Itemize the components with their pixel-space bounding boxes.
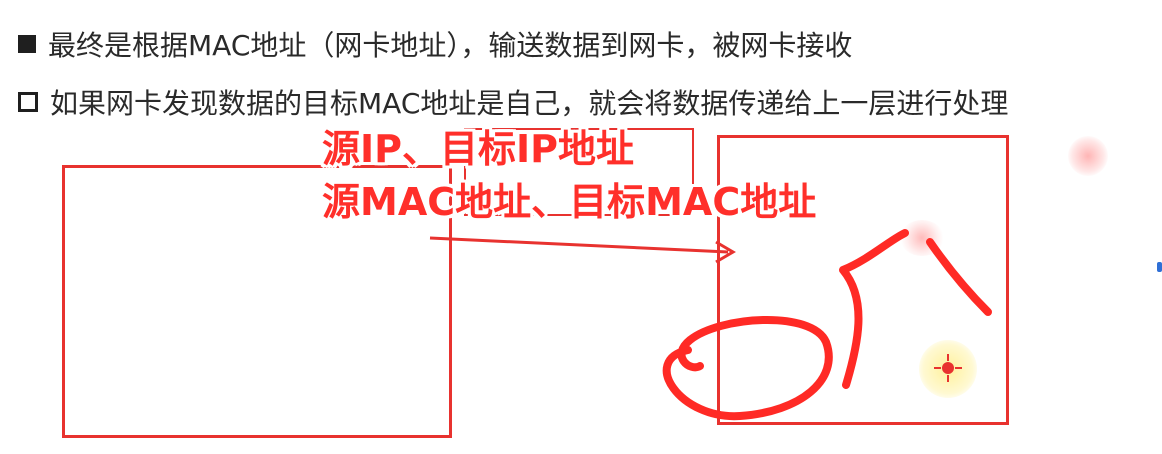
highlight-dot: [1068, 136, 1108, 176]
edge-indicator: [1157, 262, 1162, 272]
bullet-item-1: 最终是根据MAC地址（网卡地址），输送数据到网卡，被网卡接收: [18, 24, 852, 64]
right-computer-box: [717, 135, 1009, 425]
bullet-item-2: 如果网卡发现数据的目标MAC地址是自己，就会将数据传递给上一层进行处理: [18, 82, 1008, 122]
hand-drawn-stroke: [839, 229, 909, 389]
bullet-text-1: 最终是根据MAC地址（网卡地址），输送数据到网卡，被网卡接收: [48, 29, 853, 62]
left-computer-box: [62, 165, 452, 438]
arrow-head-icon: [715, 240, 736, 264]
bullet-text-2: 如果网卡发现数据的目标MAC地址是自己，就会将数据传递给上一层进行处理: [50, 87, 1009, 120]
arrow-line: [429, 236, 729, 254]
annotation-mac-address: 源MAC地址、目标MAC地址: [322, 180, 817, 224]
hand-drawn-oval: [662, 316, 833, 421]
open-square-bullet-icon: [18, 92, 38, 112]
filled-square-bullet-icon: [18, 35, 36, 53]
annotation-ip-address: 源IP、目标IP地址: [322, 127, 634, 171]
cursor-crosshair-icon: [934, 354, 962, 382]
hand-drawn-stroke-2: [926, 238, 992, 316]
packet-box: [464, 128, 694, 216]
